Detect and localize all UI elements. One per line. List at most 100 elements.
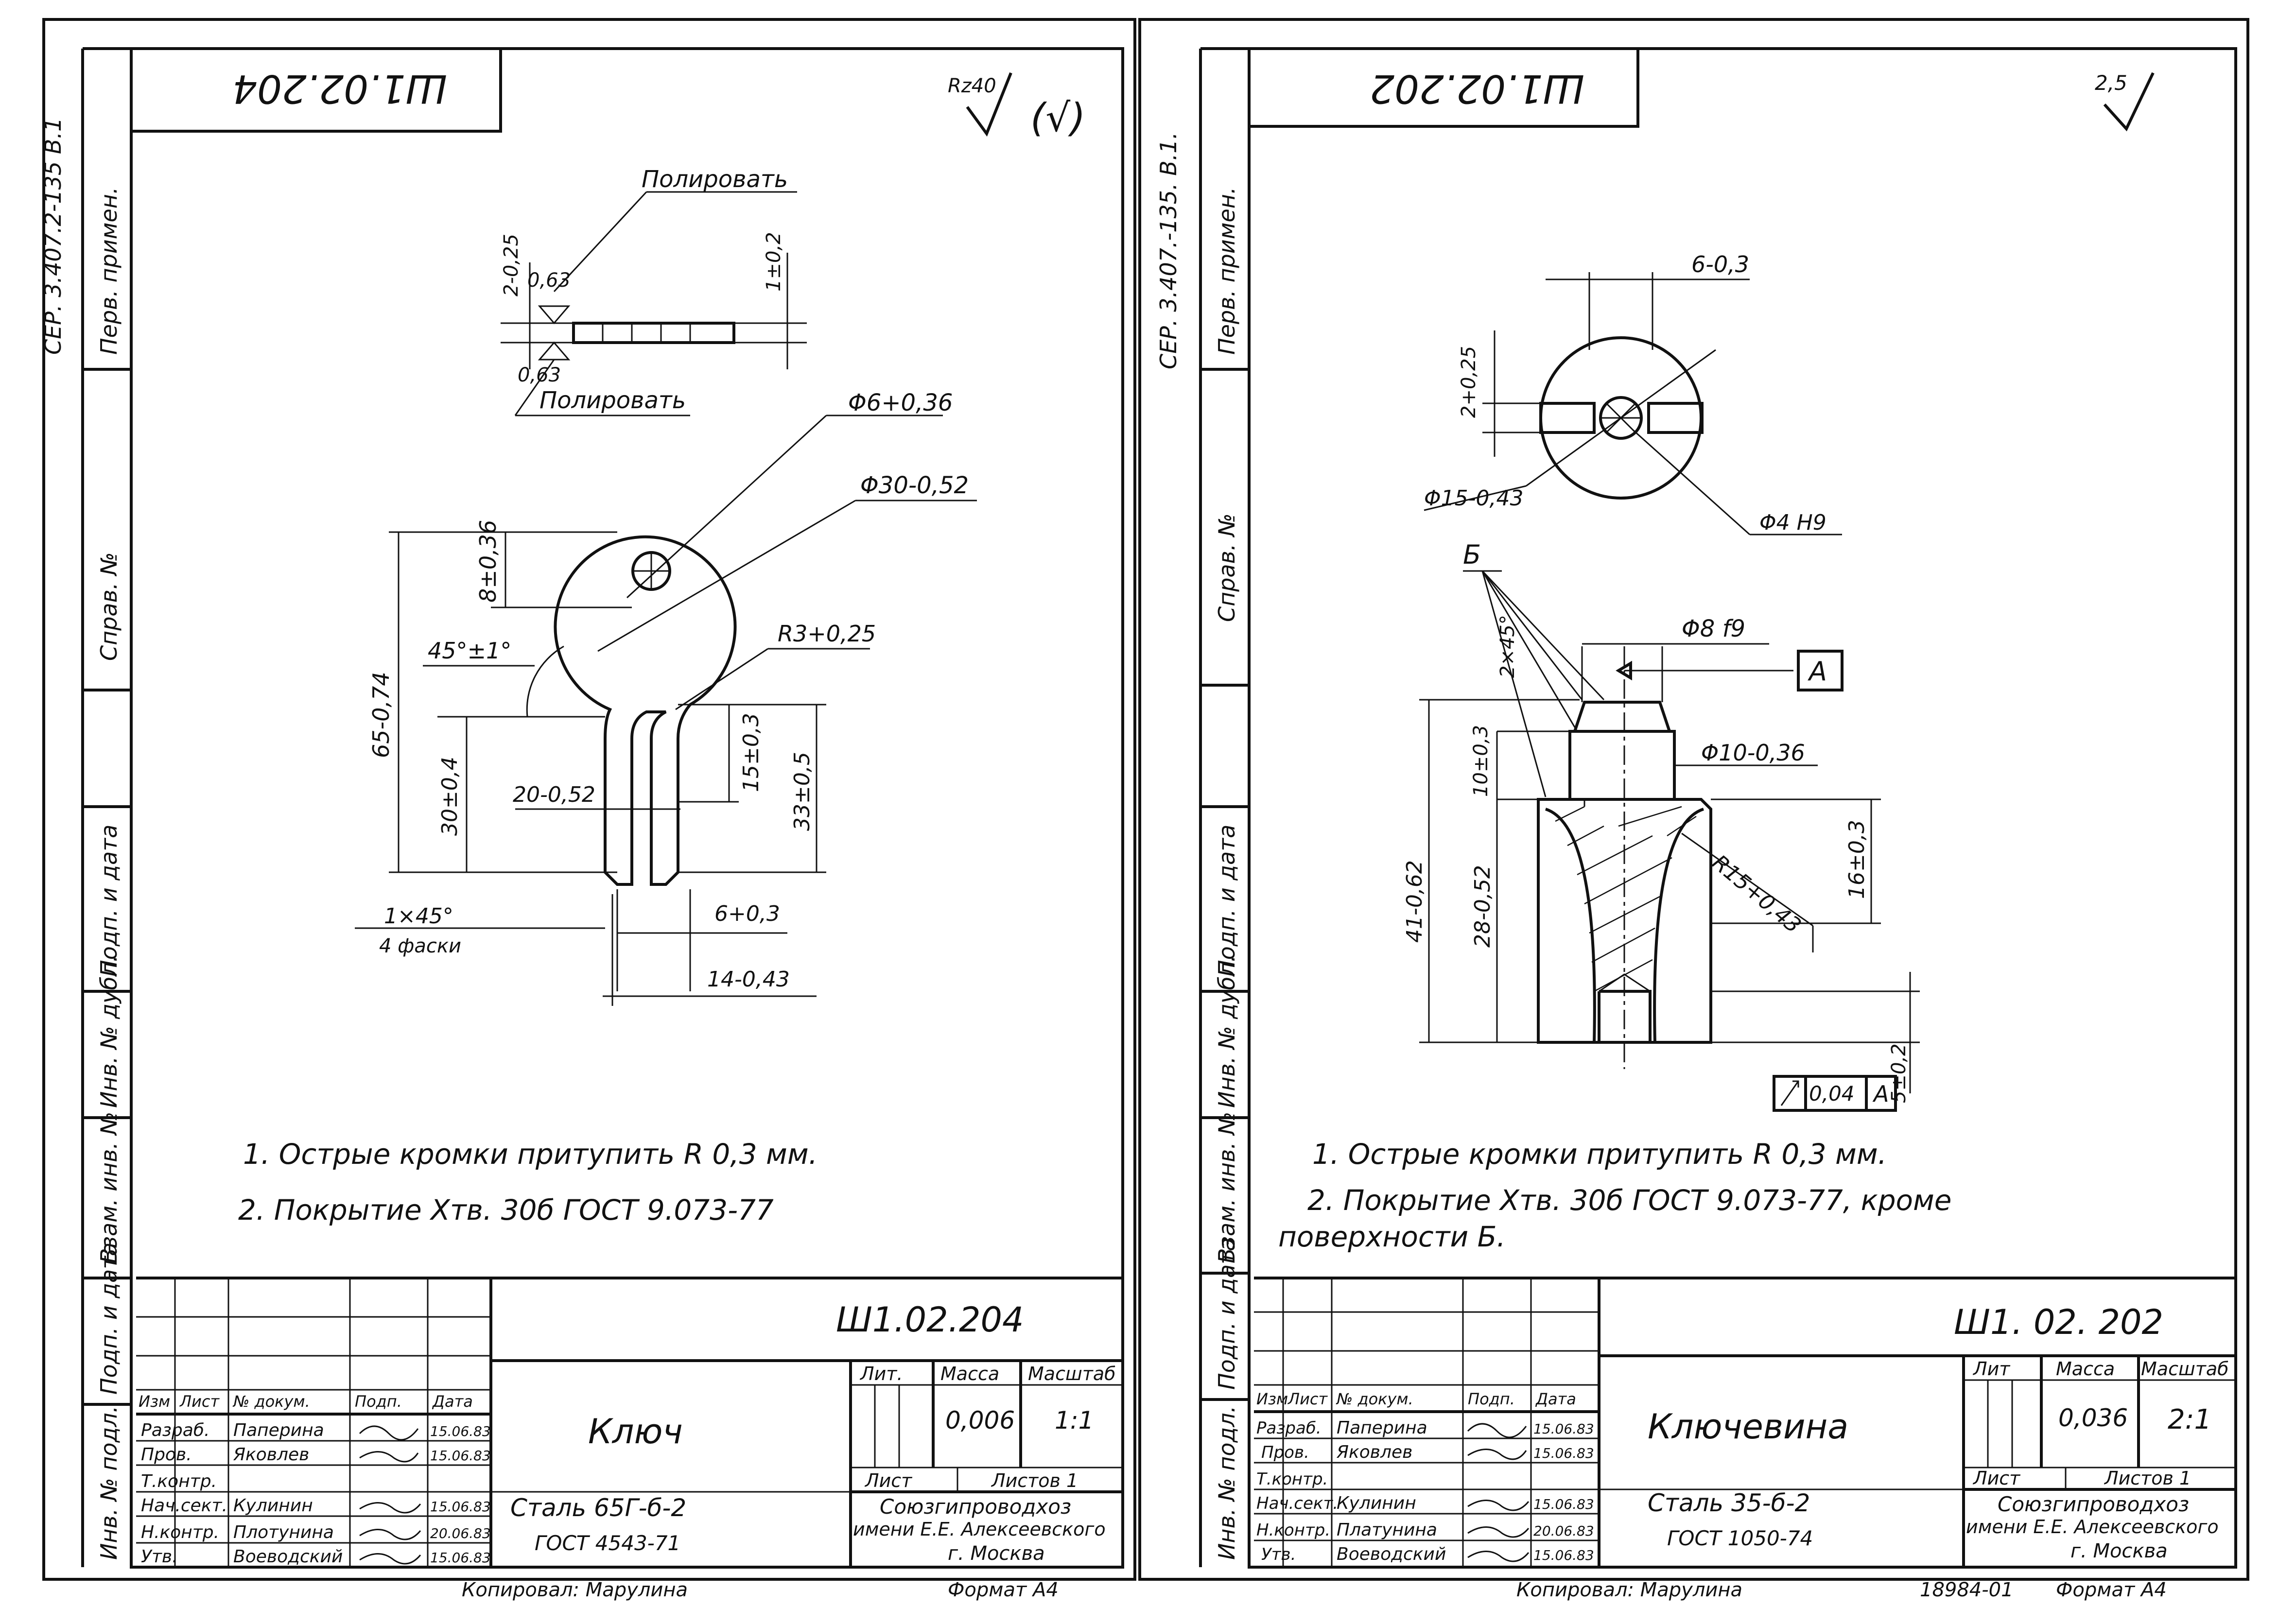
right-tb-material-1: Сталь 35-б-2 [1648, 1489, 1810, 1517]
right-radius: R15+0,43 [1707, 850, 1806, 938]
left-tb-head-date: Дата [432, 1392, 473, 1411]
left-roughness-icon [966, 72, 1012, 137]
left-signature-1 [359, 1451, 419, 1463]
right-signature-0 [1467, 1423, 1527, 1438]
right-tb-head-list: Лист [1287, 1390, 1328, 1408]
right-tb-head-izm: Изм [1256, 1390, 1288, 1408]
right-side-label-0: Перв. примен. [1214, 187, 1240, 355]
right-top-code: Ш1.02.202 [1370, 66, 1584, 111]
right-tb-code: Ш1. 02. 202 [1954, 1302, 2163, 1342]
right-frame [1138, 18, 2249, 1581]
right-tb-material-2: ГОСТ 1050-74 [1667, 1526, 1813, 1550]
right-chamfer: 2×45° [1496, 615, 1519, 678]
right-tb-name-0: Паперина [1337, 1418, 1427, 1438]
right-note-1: 1. Острые кромки притупить R 0,3 мм. [1312, 1138, 1887, 1171]
left-side-label-5: Подп. и дата [96, 1243, 122, 1395]
left-title-block [136, 1277, 1123, 1567]
right-runout-val: 0,04 [1809, 1082, 1855, 1106]
left-tb-date-5: 15.06.83 [430, 1550, 491, 1566]
left-thick-left: 2-0,25 [500, 234, 522, 296]
right-tb-scale-label: Масштаб [2141, 1358, 2229, 1380]
left-note-2: 2. Покрытие Хтв. 30б ГОСТ 9.073-77 [238, 1193, 774, 1227]
left-frame [42, 18, 1136, 1581]
right-dia-4: Φ4 H9 [1759, 510, 1826, 535]
left-tb-name: Ключ [588, 1412, 683, 1451]
right-tb-sheets-label: Листов 1 [2104, 1468, 2191, 1489]
left-tb-name-4: Плотунина [233, 1522, 334, 1542]
right-tb-name-3: Кулинин [1337, 1493, 1416, 1513]
right-dia-8: Φ8 f9 [1682, 615, 1745, 642]
left-angle: 45°±1° [428, 638, 511, 664]
left-tb-role-3: Нач.сект. [141, 1496, 227, 1516]
left-neck-len: 30±0,4 [437, 757, 462, 836]
right-tb-date-4: 20.06.83 [1533, 1523, 1594, 1539]
right-roughness-value: 2,5 [2095, 71, 2127, 95]
left-slot-width: 6+0,3 [714, 901, 780, 926]
left-r063-top: 0,63 [527, 269, 571, 292]
left-signature-3 [359, 1502, 421, 1514]
right-tb-name-4: Платунина [1337, 1520, 1437, 1540]
right-tb-name-1: Яковлев [1336, 1442, 1412, 1462]
right-tb-sheet-label: Лист [1972, 1468, 2021, 1489]
left-tb-material-1: Сталь 65Г-б-2 [510, 1494, 686, 1522]
left-tb-name-0: Паперина [233, 1420, 324, 1440]
right-tb-role-5: Утв. [1261, 1545, 1296, 1564]
right-base-a: А [1808, 656, 1827, 687]
left-signature-5 [359, 1553, 421, 1565]
cap-section-view [1419, 570, 1920, 1093]
right-signature-3 [1467, 1500, 1530, 1511]
right-note-2: 2. Покрытие Хтв. 30б ГОСТ 9.073-77, кром… [1307, 1184, 1951, 1217]
right-signature-5 [1467, 1551, 1530, 1562]
left-side-label-3: Инв. № дубл. [96, 955, 122, 1108]
left-hole-offset: 8±0,36 [475, 520, 501, 603]
left-tb-org-3: г. Москва [948, 1542, 1045, 1565]
right-side-label-5: Подп. и дата [1214, 1238, 1240, 1390]
right-total: 41-0,62 [1402, 860, 1427, 943]
right-side-label-4: Взам. инв. № [1214, 1112, 1240, 1263]
runout-frame [1773, 1075, 1897, 1112]
left-tb-date-1: 15.06.83 [430, 1448, 491, 1464]
left-r063-bottom: 0,63 [518, 364, 561, 386]
left-tb-sheets-label: Листов 1 [991, 1470, 1078, 1491]
left-tb-role-0: Разраб. [141, 1420, 209, 1440]
left-chamfer: 1×45° [384, 904, 453, 929]
right-base-a-box [1797, 650, 1844, 691]
left-tb-role-2: Т.контр. [141, 1471, 217, 1491]
right-dia-10: Φ10-0,36 [1701, 740, 1805, 766]
right-side-series: СЕР. 3.407.-135. В.1. [1155, 132, 1182, 369]
left-side-label-0: Перв. примен. [96, 187, 122, 355]
right-h16: 16±0,3 [1844, 820, 1869, 899]
left-side-label-4: Взам. инв. № [96, 1112, 122, 1263]
right-signature-1 [1467, 1449, 1527, 1460]
right-tb-org-1: Союзгипроводхоз [1998, 1492, 2189, 1516]
left-tb-org-2: имени Е.Е. Алексеевского [853, 1519, 1106, 1540]
right-tb-role-2: Т.контр. [1256, 1469, 1328, 1489]
left-tb-date-3: 15.06.83 [430, 1499, 491, 1515]
left-tb-head-doc: № докум. [232, 1392, 310, 1411]
left-tb-org-1: Союзгипроводхоз [880, 1495, 1071, 1519]
left-polish-top: Полировать [642, 166, 788, 193]
left-side-label-2: Подп. и дата [96, 825, 122, 977]
left-tb-head-izm: Изм [139, 1392, 170, 1411]
left-tb-material-2: ГОСТ 4543-71 [535, 1531, 680, 1555]
right-tb-org-3: г. Москва [2070, 1540, 2168, 1562]
right-title-block [1254, 1277, 2236, 1567]
right-tb-role-1: Пров. [1261, 1443, 1309, 1462]
left-tb-scale: 1:1 [1055, 1406, 1094, 1434]
left-chamfer-note: 4 фаски [379, 935, 461, 957]
right-side-label-6: Инв. № подл. [1214, 1406, 1240, 1560]
left-tb-role-5: Утв. [141, 1547, 178, 1567]
right-tb-role-3: Нач.сект. [1256, 1494, 1338, 1513]
right-h28: 28-0,52 [1470, 865, 1495, 948]
left-tb-head-list: Лист [179, 1392, 220, 1411]
left-slot-len: 15±0,3 [739, 713, 764, 792]
left-tb-date-4: 20.06.83 [430, 1525, 491, 1541]
left-side-view [501, 191, 807, 416]
right-tb-head-date: Дата [1535, 1390, 1576, 1408]
left-hole-dia: Φ6+0,36 [848, 389, 953, 416]
right-slot-depth: 2+0,25 [1458, 346, 1480, 418]
right-surface-b: Б [1463, 539, 1481, 570]
right-tb-role-0: Разраб. [1256, 1418, 1322, 1438]
left-signature-0 [359, 1425, 419, 1441]
left-signature-4 [359, 1529, 421, 1540]
